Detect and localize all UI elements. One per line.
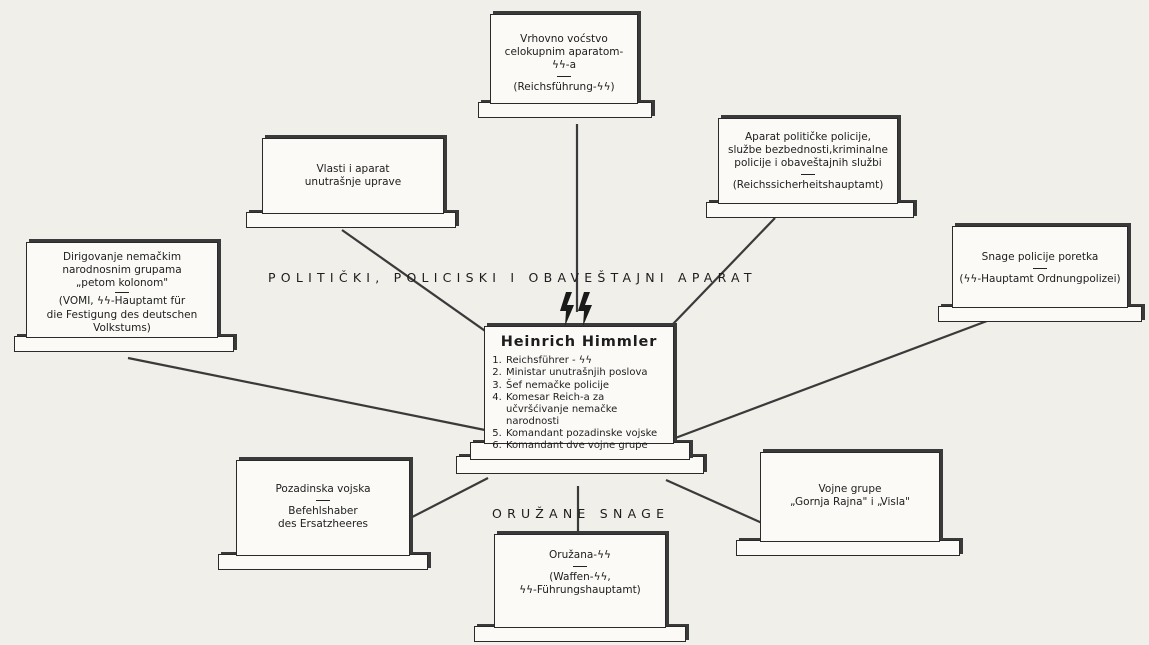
reichsfuehrung-title-line1: Vrhovno voćstvo bbox=[520, 33, 608, 45]
rsha-title-line1: Aparat političke policije, bbox=[744, 131, 872, 143]
separator-dash bbox=[115, 292, 129, 294]
waffen-title: Oružana-ϟϟ bbox=[549, 549, 611, 561]
waffen-box: Oružana-ϟϟ (Waffen-ϟϟ, ϟϟ-Führungshaupta… bbox=[494, 534, 666, 628]
vomi-box: Dirigovanje nemačkim narodnosnim grupama… bbox=[26, 242, 218, 338]
rsha-box: Aparat političke policije, službe bezbed… bbox=[718, 118, 898, 204]
rsha-title-line2: službe bezbednosti,kriminalne bbox=[728, 144, 888, 157]
himmler-role-item: Komesar Reich-a za učvršćivanje nemačke … bbox=[505, 392, 667, 429]
reichsfuehrung-plinth bbox=[478, 102, 652, 118]
interior-box: Vlasti i aparat unutrašnje uprave bbox=[262, 138, 444, 214]
separator-dash bbox=[801, 174, 815, 176]
connector-orpo bbox=[669, 316, 996, 442]
vomi-title-line3: „petom kolonom" bbox=[75, 277, 169, 290]
himmler-role-item: Šef nemačke policije bbox=[505, 380, 667, 392]
himmler-box: Heinrich Himmler Reichsführer - ϟϟ Minis… bbox=[484, 326, 674, 451]
orpo-german: (ϟϟ-Hauptamt Ordnungpolizei) bbox=[959, 273, 1121, 286]
replacement-title: Pozadinska vojska bbox=[275, 483, 371, 495]
army-groups-title-line2: „Gornja Rajna" i „Visla" bbox=[789, 496, 911, 509]
replacement-german-line1: Befehlshaber bbox=[288, 505, 358, 518]
ss-runes-emblem: ϟϟ bbox=[560, 292, 592, 326]
separator-dash bbox=[316, 500, 330, 502]
separator-dash bbox=[557, 76, 571, 78]
vomi-german-line1: (VOMI, ϟϟ-Hauptamt für bbox=[58, 295, 186, 308]
himmler-name: Heinrich Himmler bbox=[500, 334, 658, 350]
waffen-german-line2: ϟϟ-Führungshauptamt) bbox=[519, 584, 641, 597]
army-groups-plinth bbox=[736, 540, 960, 556]
interior-plinth bbox=[246, 212, 456, 228]
reichsfuehrung-box: Vrhovno voćstvo celokupnim aparatom-ϟϟ-a… bbox=[490, 14, 638, 104]
orpo-title: Snage policije poretka bbox=[981, 251, 1099, 263]
waffen-plinth bbox=[474, 626, 686, 642]
separator-dash bbox=[573, 566, 587, 568]
interior-title-line1: Vlasti i aparat bbox=[316, 163, 390, 175]
himmler-role-item: Komandant pozadinske vojske bbox=[505, 428, 667, 440]
separator-dash bbox=[1033, 268, 1047, 270]
vomi-plinth bbox=[14, 336, 234, 352]
section-label-political: Politički, policiski i obaveštajni apara… bbox=[268, 270, 757, 285]
rsha-german: (Reichssicherheitshauptamt) bbox=[732, 179, 884, 192]
himmler-role-item: Ministar unutrašnjih poslova bbox=[505, 367, 667, 379]
vomi-german-line3: Volkstums) bbox=[93, 321, 151, 334]
army-groups-title-line1: Vojne grupe bbox=[818, 483, 882, 495]
connector-vomi bbox=[127, 356, 486, 432]
waffen-german-line1: (Waffen-ϟϟ, bbox=[549, 571, 611, 584]
himmler-role-item: Reichsführer - ϟϟ bbox=[505, 355, 667, 367]
orpo-plinth bbox=[938, 306, 1142, 322]
army-groups-box: Vojne grupe „Gornja Rajna" i „Visla" bbox=[760, 452, 940, 542]
orpo-box: Snage policije poretka (ϟϟ-Hauptamt Ordn… bbox=[952, 226, 1128, 308]
reichsfuehrung-german: (Reichsführung-ϟϟ) bbox=[513, 81, 615, 94]
himmler-role-item: Komandant dve vojne grupe bbox=[505, 440, 667, 452]
himmler-roles-list: Reichsführer - ϟϟ Ministar unutrašnjih p… bbox=[491, 355, 667, 453]
reichsfuehrung-title-line2: celokupnim aparatom-ϟϟ-a bbox=[504, 46, 624, 72]
vomi-german-line2: die Festigung des deutschen bbox=[46, 308, 198, 321]
rsha-plinth bbox=[706, 202, 914, 218]
replacement-box: Pozadinska vojska Befehlshaber des Ersat… bbox=[236, 460, 410, 556]
interior-title-line2: unutrašnje uprave bbox=[304, 176, 402, 189]
replacement-plinth bbox=[218, 554, 428, 570]
vomi-title-line2: narodnosnim grupama bbox=[62, 264, 182, 277]
replacement-german-line2: des Ersatzheeres bbox=[277, 518, 368, 531]
rsha-title-line3: policije i obaveštajnih službi bbox=[734, 157, 882, 170]
vomi-title-line1: Dirigovanje nemačkim bbox=[62, 251, 182, 263]
section-label-armed: Oružane snage bbox=[492, 506, 670, 521]
